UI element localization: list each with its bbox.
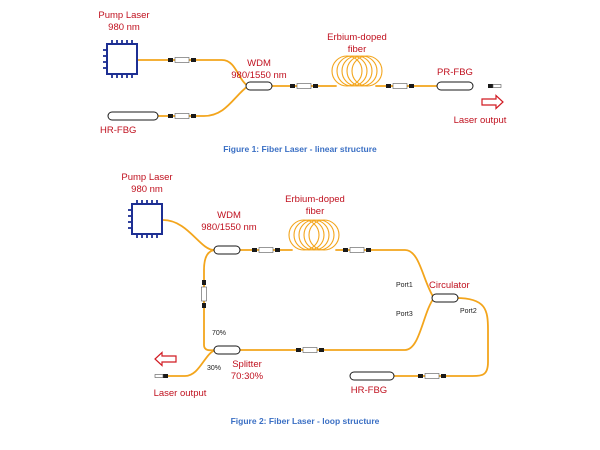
- fig2-splitter-label: Splitter: [232, 359, 262, 370]
- figure-1: Pump Laser 980 nm WDM 980/1550 nm Erbium…: [98, 10, 506, 154]
- fig2-circulator: [431, 293, 459, 303]
- fig2-pump-laser-icon: [128, 200, 163, 238]
- fig2-output-fiber: [161, 349, 217, 377]
- fig2-wdm-spec: 980/1550 nm: [201, 222, 257, 233]
- fig1-caption: Figure 1: Fiber Laser - linear structure: [223, 144, 377, 154]
- fig2-port2-label: Port2: [460, 308, 477, 315]
- fig1-wdm-label: WDM: [247, 58, 271, 69]
- fig2-erbium-coil: [288, 219, 340, 251]
- fig1-pr-fbg-label: PR-FBG: [437, 67, 473, 78]
- fig2-connector-4: [296, 347, 324, 353]
- fig1-laser-output-label: Laser output: [454, 115, 507, 126]
- fig2-wdm-coupler: [213, 245, 241, 255]
- fig1-pump-laser-wavelength: 980 nm: [108, 22, 140, 33]
- figure-2: Pump Laser 980 nm WDM 980/1550 nm Erbium…: [121, 172, 489, 426]
- fig1-laser-output-arrow: [481, 94, 504, 110]
- fig1-connector-1: [168, 57, 196, 63]
- fig2-port3-label: Port3: [396, 311, 413, 318]
- fig2-hr-fbg-icon: [349, 371, 395, 381]
- fig2-pump-laser-label: Pump Laser: [121, 172, 172, 183]
- fig2-coil-to-circulator: [335, 249, 435, 299]
- fig2-laser-output-label: Laser output: [154, 388, 207, 399]
- fig1-hr-fbg-label: HR-FBG: [100, 125, 136, 136]
- fig2-erbium-label: Erbium-doped: [285, 194, 345, 205]
- fig2-port1-label: Port1: [396, 282, 413, 289]
- fig1-erbium-coil: [331, 55, 383, 87]
- fig1-erbium-label-2: fiber: [348, 44, 366, 55]
- fig2-connector-3: [201, 280, 207, 308]
- fig2-connector-1: [252, 247, 280, 253]
- fig2-hr-fbg-label: HR-FBG: [351, 385, 387, 396]
- fig1-output-tip: [488, 84, 502, 88]
- fig1-connector-3: [290, 83, 318, 89]
- fig1-connector-4: [386, 83, 414, 89]
- fig1-wdm-coupler: [245, 81, 273, 91]
- fig2-splitter: [213, 345, 241, 355]
- fig1-hr-fbg-icon: [107, 111, 159, 121]
- fig2-ratio-70-label: 70%: [212, 330, 226, 337]
- fig2-connector-5: [418, 373, 446, 379]
- fig2-ratio-30-label: 30%: [207, 365, 221, 372]
- fig2-connector-2: [343, 247, 371, 253]
- fig1-pump-laser-icon: [103, 40, 138, 78]
- fig2-pump-fiber: [162, 219, 215, 251]
- fig1-hrfbg-fiber: [157, 85, 249, 117]
- fig2-circulator-label: Circulator: [429, 280, 470, 291]
- fig2-splitter-to-circulator: [239, 297, 435, 351]
- fig1-erbium-label: Erbium-doped: [327, 32, 387, 43]
- fig1-pump-fiber: [137, 59, 249, 87]
- fig1-pump-laser-label: Pump Laser: [98, 10, 149, 21]
- fig2-output-tip: [154, 374, 168, 378]
- fig2-splitter-ratio: 70:30%: [231, 371, 264, 382]
- fig2-caption: Figure 2: Fiber Laser - loop structure: [231, 416, 380, 426]
- fig2-pump-laser-wavelength: 980 nm: [131, 184, 163, 195]
- fig1-connector-2: [168, 113, 196, 119]
- fig2-erbium-label-2: fiber: [306, 206, 324, 217]
- fig2-circulator-port2: [392, 297, 489, 377]
- fig2-laser-output-arrow: [154, 351, 177, 367]
- fig1-wdm-spec: 980/1550 nm: [231, 70, 287, 81]
- fig1-pr-fbg-icon: [436, 81, 474, 91]
- fig2-wdm-label: WDM: [217, 210, 241, 221]
